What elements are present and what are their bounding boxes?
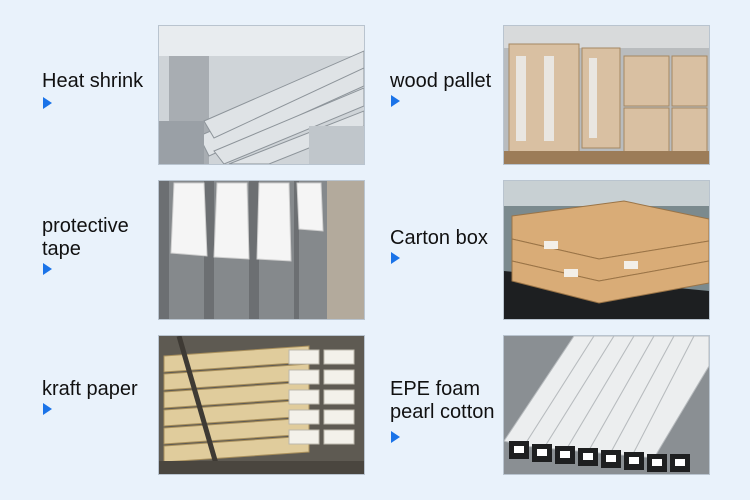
photo-heat-shrink bbox=[158, 25, 365, 165]
photo-wood-pallet bbox=[503, 25, 710, 165]
label-wood-pallet: wood pallet bbox=[390, 70, 492, 92]
arrow-right-icon bbox=[391, 95, 400, 107]
photo-epe-foam bbox=[503, 335, 710, 475]
label-epe-foam-line2: pearl cotton bbox=[390, 401, 495, 423]
arrow-right-icon bbox=[391, 431, 400, 443]
arrow-right-icon bbox=[391, 252, 400, 264]
photo-protective-tape bbox=[158, 180, 365, 320]
arrow-right-icon bbox=[43, 403, 52, 415]
arrow-right-icon bbox=[43, 263, 52, 275]
photo-carton-box bbox=[503, 180, 710, 320]
label-protective-tape-line2: tape bbox=[42, 238, 81, 260]
photo-kraft-paper bbox=[158, 335, 365, 475]
label-kraft-paper: kraft paper bbox=[42, 378, 138, 400]
label-protective-tape-line1: protective bbox=[42, 215, 129, 237]
label-heat-shrink: Heat shrink bbox=[42, 70, 144, 92]
arrow-right-icon bbox=[43, 97, 52, 109]
label-carton-box: Carton box bbox=[390, 227, 488, 249]
label-epe-foam-line1: EPE foam bbox=[390, 378, 481, 400]
